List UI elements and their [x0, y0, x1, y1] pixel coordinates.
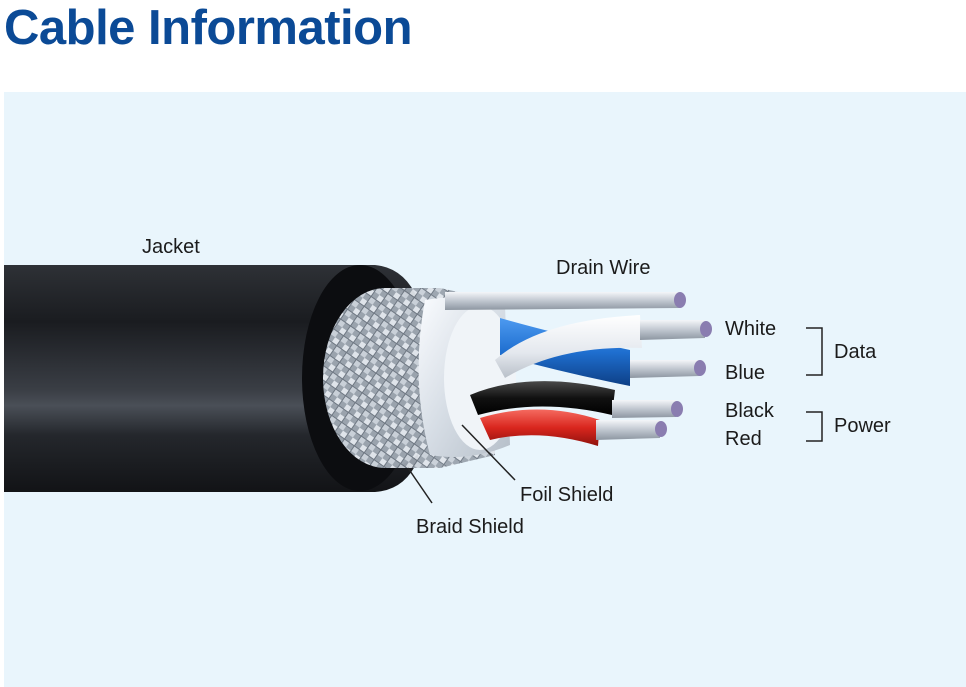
- page-title: Cable Information: [4, 1, 413, 55]
- data-bracket: [806, 327, 823, 376]
- jacket-label: Jacket: [142, 236, 200, 258]
- drain-wire-label: Drain Wire: [556, 257, 651, 279]
- white-label: White: [725, 318, 777, 340]
- leader-lines: [407, 424, 516, 504]
- red-label: Red: [725, 428, 762, 450]
- braid-shield-label: Braid Shield: [416, 516, 524, 538]
- black-label: Black: [725, 400, 774, 422]
- white-wire: [495, 315, 712, 378]
- drain-wire: [445, 292, 686, 310]
- power-label: Power: [834, 415, 891, 437]
- data-label: Data: [834, 341, 877, 363]
- foil-shield-label: Foil Shield: [520, 484, 614, 506]
- black-wire: [470, 381, 683, 418]
- power-bracket: [806, 411, 823, 442]
- red-wire: [480, 409, 667, 446]
- blue-label: Blue: [725, 362, 766, 384]
